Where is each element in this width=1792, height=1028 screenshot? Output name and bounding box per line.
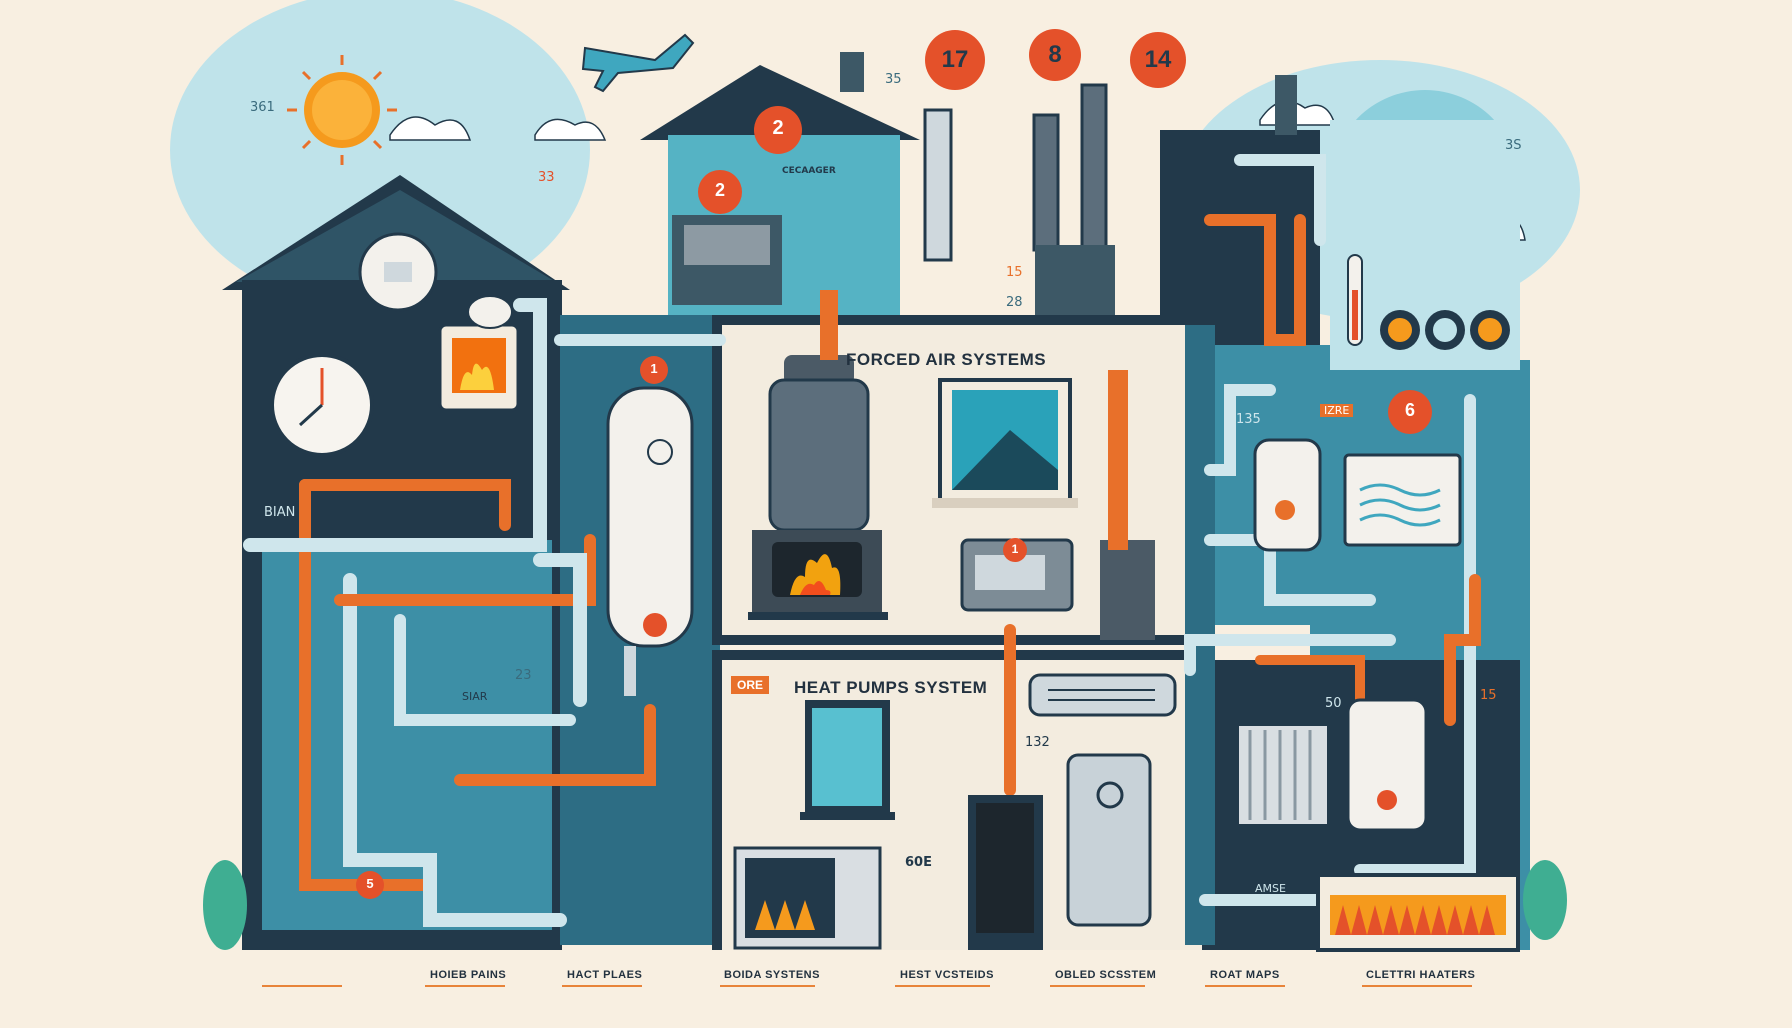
water-tank-icon [606,386,694,696]
radiator-icon [1237,724,1329,826]
right-lower-number-2: 15 [1480,688,1497,703]
badges [356,29,1432,899]
smoke-detector-icon [358,232,438,312]
badge-top-2: 8 [1048,41,1062,68]
right-panel-number: 135 [1236,412,1261,427]
footer-line [425,985,505,987]
mini-split-icon [1028,673,1177,717]
mid-number-3: 23 [515,668,532,683]
sun-number: 361 [250,100,275,115]
boiler-icon [1253,438,1322,552]
thermometer-icon [1347,254,1363,346]
fireplace-icon [438,295,520,412]
badge-top-1: 17 [941,46,969,73]
badge-house: 2 [772,117,784,139]
clock-icon [270,353,374,457]
footer-item: ROAT MAPS [1210,969,1280,981]
house-sign: CECAAGER [782,166,836,176]
footer-line [895,985,990,987]
airplane-icon [581,33,695,93]
badge-furnace: 1 [1011,542,1019,556]
footer-item: HEST VCSTEIDS [900,969,994,981]
badge-right: 6 [1404,400,1415,420]
left-mid-text: SIAR [462,690,488,703]
mid-number-1: 28 [1006,295,1023,310]
mid-number-2: 15 [1006,265,1023,280]
footer-line [1050,985,1145,987]
microwave-icon [733,846,882,950]
badge-house-2: 2 [714,180,725,200]
wall-heater-icon [1343,453,1462,547]
air-handler-icon [960,370,1155,640]
burner-icon [1316,873,1520,952]
right-panel-tag: IZRE [1320,404,1354,417]
left-number: 33 [538,170,555,185]
heat-pumps-tag: ORE [731,676,770,694]
right-lower-number-1: 50 [1325,696,1342,711]
chimneys [923,75,1297,315]
window-icon [932,378,1078,508]
bushes [203,860,1567,950]
footer-line [720,985,815,987]
footer-item: HACT PLAES [567,969,643,981]
heat-pump-window-icon [800,700,895,820]
footer-item: BOIDA SYSTENS [724,969,820,981]
footer-line [1362,985,1472,987]
water-heater-right-icon [1346,698,1428,832]
badge-top-3: 14 [1144,46,1172,73]
footer-item: CLETTRI HAATERS [1366,969,1476,981]
center-house [640,52,920,315]
left-panel-tag: BIAN [264,505,296,520]
sun-icon [287,55,397,165]
right-lower-tag: AMSE [1255,882,1286,895]
forced-air-title: FORCED AIR SYSTEMS [846,350,1047,369]
footer-item: HOIEB PAINS [430,969,507,981]
door-icon [968,795,1043,950]
footer-line-lead [262,985,342,987]
badge-bottom-left: 5 [366,876,374,891]
badge-left-tank: 1 [650,361,658,376]
control-tag: 60E [905,855,932,870]
right-top-number: 3S [1505,138,1522,153]
gauges-icon [1380,310,1510,350]
footer-item: OBLED SCSSTEM [1055,969,1157,981]
footer-line [562,985,642,987]
heat-pumps-title: HEAT PUMPS SYSTEM [794,678,988,697]
heat-number: 132 [1025,735,1050,750]
pipes [243,154,1481,927]
furnace-icon [748,290,888,620]
heat-pump-unit-icon [1066,753,1152,927]
footer-line [1205,985,1285,987]
top-number: 35 [885,72,902,87]
